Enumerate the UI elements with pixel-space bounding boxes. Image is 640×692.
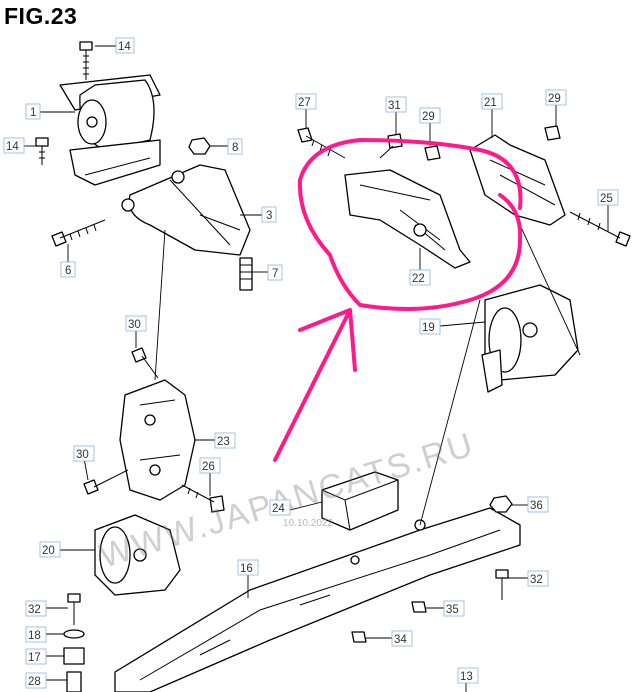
callout-26: 26 — [199, 457, 221, 474]
svg-text:3: 3 — [266, 210, 272, 222]
callout-28: 28 — [25, 672, 47, 689]
callout-29: 29 — [419, 107, 441, 124]
figure-title: FIG.23 — [4, 3, 78, 29]
svg-text:34: 34 — [394, 634, 407, 646]
svg-text:23: 23 — [217, 436, 230, 448]
callout-labels: 14 1 14 8 3 6 7 27 31 29 21 29 25 22 19 … — [3, 37, 619, 689]
svg-text:35: 35 — [446, 604, 459, 616]
callout-3: 3 — [261, 206, 277, 223]
engine-mount-front-left — [35, 41, 253, 291]
svg-text:19: 19 — [422, 322, 435, 334]
callout-8: 8 — [227, 138, 243, 155]
svg-text:30: 30 — [76, 449, 89, 461]
crossmember-assembly — [114, 471, 521, 692]
transmission-bracket-left — [83, 347, 225, 513]
svg-text:1: 1 — [30, 107, 36, 119]
callout-27: 27 — [295, 93, 317, 110]
svg-text:26: 26 — [202, 461, 215, 473]
callout-35: 35 — [443, 600, 465, 617]
svg-text:25: 25 — [600, 193, 613, 205]
svg-text:20: 20 — [42, 545, 55, 557]
svg-text:7: 7 — [272, 268, 278, 280]
svg-text:22: 22 — [412, 273, 425, 285]
callout-32: 32 — [25, 600, 47, 617]
callout-34: 34 — [391, 630, 413, 647]
highlight-arrow — [273, 308, 357, 462]
callout-24: 24 — [269, 499, 291, 516]
callout-21: 21 — [481, 93, 503, 110]
callout-20: 20 — [39, 541, 61, 558]
svg-text:14: 14 — [118, 41, 131, 53]
svg-text:36: 36 — [530, 500, 543, 512]
callout-17: 17 — [25, 648, 47, 665]
svg-text:24: 24 — [272, 503, 285, 515]
svg-text:32: 32 — [28, 604, 41, 616]
svg-text:28: 28 — [28, 676, 41, 688]
watermark-date: 10.10.2022 — [283, 518, 333, 529]
callout-1: 1 — [25, 103, 41, 120]
callout-13: 13 — [457, 667, 479, 684]
callout-25: 25 — [597, 189, 619, 206]
callout-14: 14 — [3, 137, 25, 154]
callout-31: 31 — [385, 96, 407, 113]
callout-6: 6 — [60, 261, 76, 278]
callout-23: 23 — [214, 432, 236, 449]
leader-lines — [24, 45, 609, 692]
highlight-loop — [297, 138, 523, 311]
svg-text:17: 17 — [28, 652, 41, 664]
svg-text:29: 29 — [422, 111, 435, 123]
svg-text:6: 6 — [65, 265, 71, 277]
engine-mount-rubber-left — [63, 514, 181, 692]
callout-19: 19 — [419, 318, 441, 335]
svg-text:13: 13 — [460, 671, 473, 683]
svg-text:30: 30 — [128, 319, 141, 331]
callout-16: 16 — [237, 559, 259, 576]
callout-22: 22 — [409, 269, 431, 286]
callout-30: 30 — [125, 315, 147, 332]
svg-text:31: 31 — [388, 100, 401, 112]
callout-29: 29 — [545, 89, 567, 106]
callout-30: 30 — [73, 445, 95, 462]
svg-text:32: 32 — [530, 574, 543, 586]
callout-36: 36 — [527, 496, 549, 513]
svg-text:14: 14 — [6, 141, 19, 153]
svg-text:29: 29 — [548, 93, 561, 105]
svg-text:18: 18 — [28, 630, 41, 642]
callout-14: 14 — [115, 37, 135, 54]
svg-text:16: 16 — [240, 563, 253, 575]
callout-7: 7 — [267, 264, 283, 281]
svg-text:8: 8 — [232, 142, 238, 154]
engine-mount-rubber-right — [481, 284, 579, 393]
callout-32: 32 — [527, 570, 549, 587]
svg-text:21: 21 — [484, 97, 497, 109]
svg-text:27: 27 — [298, 97, 311, 109]
callout-18: 18 — [25, 626, 47, 643]
hand-drawn-highlight — [273, 138, 523, 462]
